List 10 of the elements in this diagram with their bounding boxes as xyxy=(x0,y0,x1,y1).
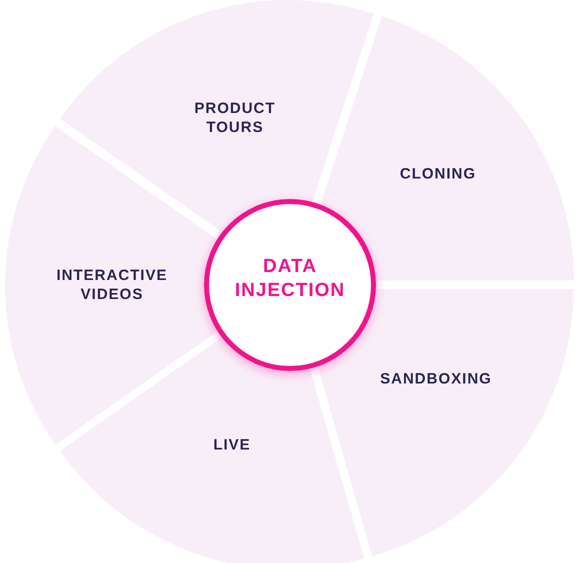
segment-label: CLONING xyxy=(398,164,478,184)
pie-segment xyxy=(60,336,364,563)
segment-label: INTERACTIVE VIDEOS xyxy=(55,266,168,304)
pie-segment xyxy=(320,16,574,281)
center-title: DATA INJECTION xyxy=(234,255,346,303)
segment-label: SANDBOXING xyxy=(379,369,493,388)
segment-label: LIVE xyxy=(212,435,252,454)
center-circle xyxy=(204,199,376,371)
segment-label: PRODUCT TOURS xyxy=(193,98,277,137)
pie-segment xyxy=(60,0,374,234)
